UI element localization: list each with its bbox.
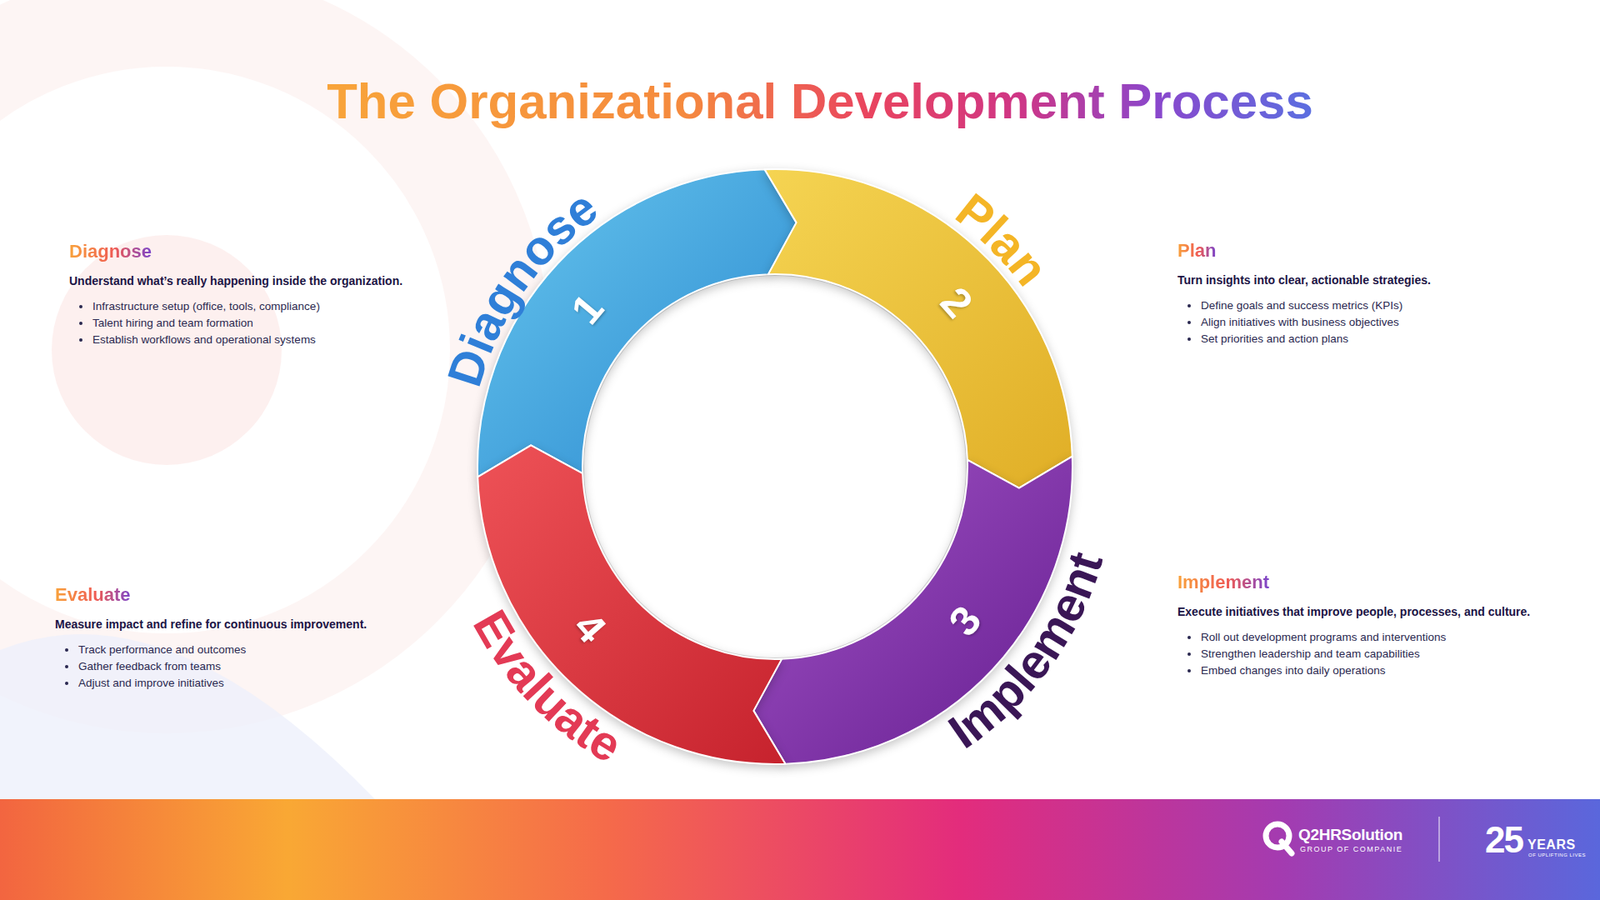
panel-subtitle: Turn insights into clear, actionable str… xyxy=(1177,272,1561,288)
bullet-text: Align initiatives with business objectiv… xyxy=(1200,315,1400,329)
bullet-item: Align initiatives with business objectiv… xyxy=(1177,314,1561,331)
bullet-dot xyxy=(1187,320,1191,325)
bullet-text: Gather feedback from teams xyxy=(78,660,221,673)
bullet-text: Establish workflows and operational syst… xyxy=(92,333,316,346)
page-title: The Organizational Development Process xyxy=(326,71,1314,132)
bullet-text: Strengthen leadership and team capabilit… xyxy=(1200,647,1420,660)
footer-divider xyxy=(1438,816,1440,862)
bullet-list: Infrastructure setup (office, tools, com… xyxy=(69,298,470,349)
stage-label: Implement xyxy=(938,545,1113,759)
bullet-item: Gather feedback from teams xyxy=(55,658,439,675)
segment-shape: Diagnose xyxy=(477,169,797,478)
cycle-segment: Diagnose1 xyxy=(477,169,797,478)
segment-shape: Implement xyxy=(753,455,1073,765)
cycle-segment: Evaluate4 xyxy=(477,445,786,765)
bullet-item: Strengthen leadership and team capabilit… xyxy=(1177,645,1455,663)
arrow-segment xyxy=(477,169,797,477)
ring-inner-edge xyxy=(582,274,968,660)
bullet-item: Set priorities and action plans xyxy=(1177,330,1561,348)
bullet-item: Talent hiring and team formation xyxy=(69,315,470,332)
bullet-item: Embed changes into daily operations xyxy=(1177,662,1455,680)
stage-label-path: Implement xyxy=(938,545,1113,759)
brand-name: Q2HRSolution xyxy=(1298,825,1403,845)
panel-heading: Evaluate xyxy=(55,584,131,606)
background-circle xyxy=(51,235,282,465)
bullet-text: Adjust and improve initiatives xyxy=(78,676,225,690)
bullet-item: Roll out development programs and interv… xyxy=(1177,629,1455,646)
stage-label: Diagnose xyxy=(436,179,608,392)
anniversary-word: YEARS xyxy=(1527,837,1576,853)
stage-label: Plan xyxy=(946,182,1060,295)
panel-heading: Implement xyxy=(1177,571,1270,594)
stage-label: Evaluate xyxy=(463,600,632,773)
bullet-list: Define goals and success metrics (KPIs) A… xyxy=(1177,297,1561,348)
bullet-item: Adjust and improve initiatives xyxy=(55,675,439,692)
panel-subtitle: Measure impact and refine for continuous… xyxy=(55,616,439,632)
bullet-dot xyxy=(79,321,83,325)
text-panel: ImplementExecute initiatives that improv… xyxy=(1177,571,1530,680)
bullet-text: Talent hiring and team formation xyxy=(92,316,254,330)
cycle-segment: Plan2 xyxy=(764,169,1073,489)
bullet-text: Infrastructure setup (office, tools, com… xyxy=(92,300,320,313)
stage-label-path: Plan xyxy=(946,182,1060,295)
bullet-dot xyxy=(79,305,83,309)
bullet-text: Set priorities and action plans xyxy=(1200,332,1349,345)
anniversary-number: 25 xyxy=(1485,818,1523,861)
bullet-item: Define goals and success metrics (KPIs) xyxy=(1177,297,1561,315)
arrow-segment xyxy=(765,169,1073,489)
bullet-dot xyxy=(65,648,69,652)
bullet-text: Embed changes into daily operations xyxy=(1200,664,1385,677)
bullet-list: Track performance and outcomesGather fee… xyxy=(55,641,439,692)
bullet-dot xyxy=(1187,304,1191,308)
bullet-dot xyxy=(65,681,69,685)
cycle-segment: Implement3 xyxy=(753,455,1073,765)
bullet-item: Track performance and outcomes xyxy=(55,641,439,659)
panel-heading: Diagnose xyxy=(69,240,152,263)
panel-heading: Plan xyxy=(1177,240,1216,262)
bullet-text: Define goals and success metrics (KPIs) xyxy=(1200,299,1403,312)
bullet-text: Roll out development programs and interv… xyxy=(1200,630,1446,644)
text-panel: DiagnoseUnderstand what’s really happeni… xyxy=(69,240,470,349)
anniversary-tagline: OF UPLIFTING LIVES xyxy=(1528,852,1586,859)
bullet-dot xyxy=(1187,337,1191,341)
panel-subtitle: Understand what’s really happening insid… xyxy=(69,273,470,289)
bullet-item: Establish workflows and operational syst… xyxy=(69,331,470,349)
bullet-dot xyxy=(79,338,83,342)
bullet-text: Track performance and outcomes xyxy=(78,643,246,656)
brand-tagline: GROUP OF COMPANIE xyxy=(1300,845,1403,854)
segment-shape: Plan xyxy=(764,169,1073,489)
text-panel: EvaluateMeasure impact and refine for co… xyxy=(55,584,439,692)
text-panel: PlanTurn insights into clear, actionable… xyxy=(1177,240,1561,348)
bullet-dot xyxy=(65,665,69,669)
bullet-dot xyxy=(1187,652,1191,656)
panel-subtitle: Execute initiatives that improve people,… xyxy=(1177,604,1530,620)
bullet-item: Infrastructure setup (office, tools, com… xyxy=(69,298,470,315)
bullet-list: Roll out development programs and interv… xyxy=(1177,629,1455,680)
segment-shape: Evaluate xyxy=(477,445,786,765)
stage-label-path: Diagnose xyxy=(436,179,608,392)
logo-mark-tail xyxy=(1281,841,1292,854)
arrow-segment xyxy=(477,445,785,765)
background-shape xyxy=(0,634,375,800)
stage-label-path: Evaluate xyxy=(463,600,632,773)
arrow-segment xyxy=(753,456,1073,765)
bullet-dot xyxy=(1187,669,1191,673)
bullet-dot xyxy=(1187,635,1191,640)
footer-band xyxy=(0,799,1600,900)
